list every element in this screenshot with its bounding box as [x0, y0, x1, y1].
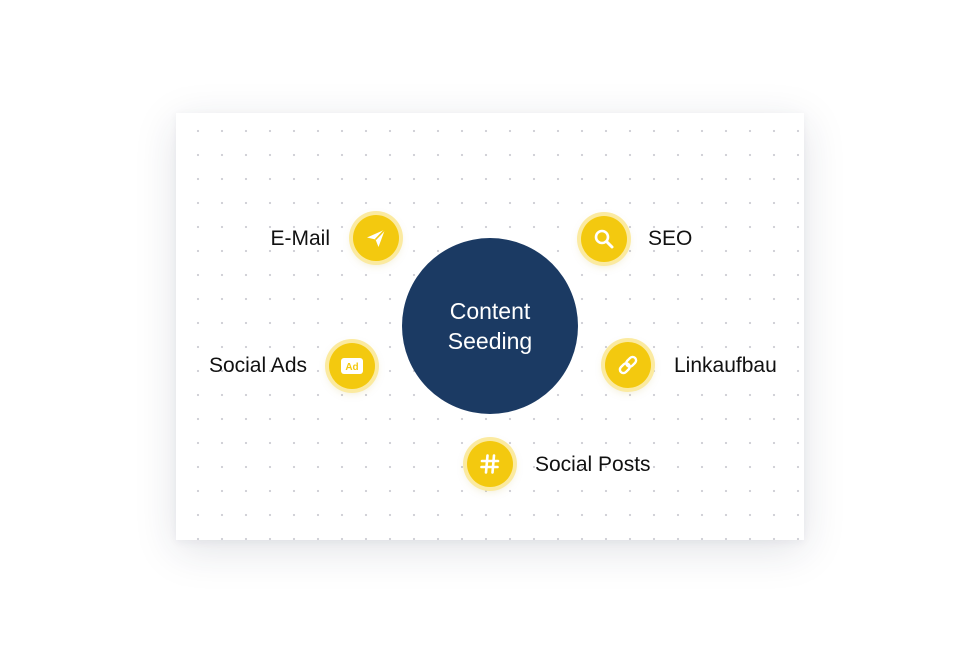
ad-badge-icon: Ad [341, 358, 363, 374]
chain-link-icon [618, 355, 638, 375]
magnifier-icon [594, 229, 614, 249]
ad-badge-text: Ad [345, 362, 358, 373]
content-seeding-hub: Content Seeding [402, 238, 578, 414]
linkaufbau-label: Linkaufbau [674, 354, 777, 377]
hub-label-line1: Content [449, 298, 531, 324]
email-label: E-Mail [270, 227, 330, 250]
paper-plane-icon [367, 228, 386, 247]
social-posts-label: Social Posts [535, 453, 651, 476]
linkaufbau-node [605, 342, 651, 388]
social-posts-node [467, 441, 513, 487]
hashtag-icon [480, 454, 500, 474]
seo-node [581, 216, 627, 262]
seo-label: SEO [648, 227, 693, 250]
social-ads-label: Social Ads [208, 354, 307, 377]
social-ads-node: Ad [329, 343, 375, 389]
email-node [353, 215, 399, 261]
hub-label-line2: Seeding [447, 328, 533, 354]
